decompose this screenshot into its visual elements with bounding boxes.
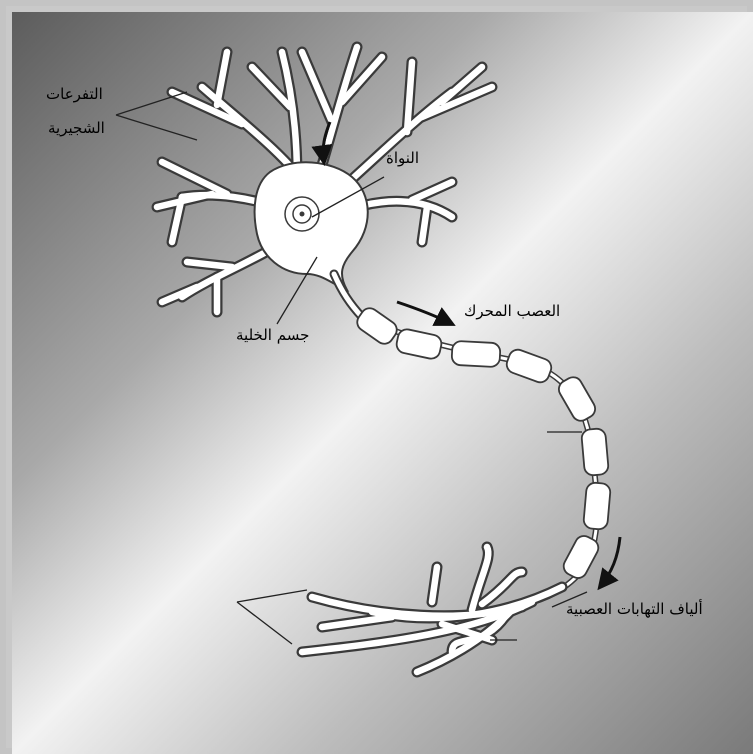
nucleus <box>285 197 319 231</box>
label-dendrites-line1: التفرعات <box>46 85 103 103</box>
neuron-diagram <box>12 12 753 754</box>
label-motor-nerve: العصب المحرك <box>464 302 560 320</box>
label-terminal-fibers: ألياف التهابات العصبية <box>566 600 703 618</box>
label-nucleus: النواة <box>386 149 419 167</box>
label-dendrites-line2: الشجيرية <box>48 119 105 137</box>
label-cell-body: جسم الخلية <box>236 326 309 344</box>
